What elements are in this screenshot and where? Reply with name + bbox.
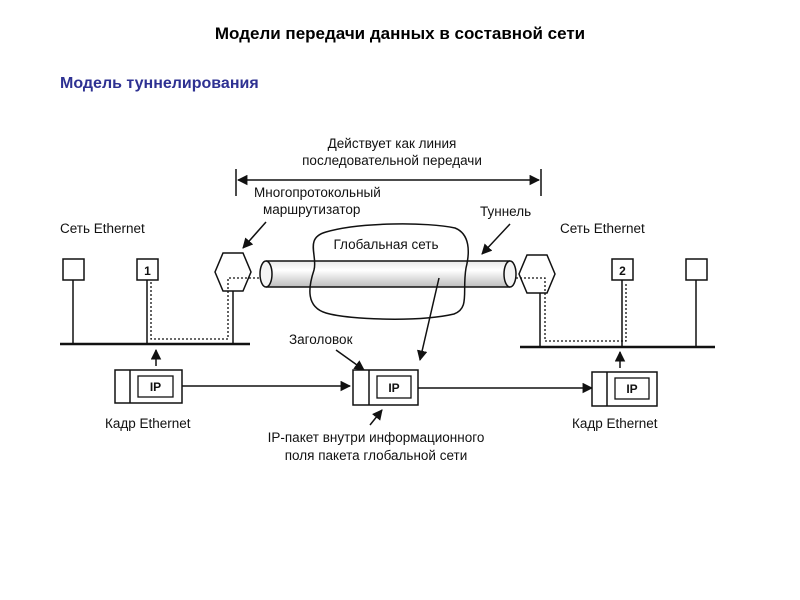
host-2-number: 2 — [619, 264, 626, 278]
ethernet-right-label: Сеть Ethernet — [560, 221, 645, 236]
ip-packet-label-2: поля пакета глобальной сети — [285, 448, 467, 463]
wan-cloud — [309, 223, 469, 320]
frame-right-label: Кадр Ethernet — [572, 416, 658, 431]
router-arrow — [242, 221, 267, 249]
router-right — [518, 254, 556, 347]
router-label-2: маршрутизатор — [263, 202, 360, 217]
ip-packet-arrow — [369, 409, 383, 426]
ethernet-left-label: Сеть Ethernet — [60, 221, 145, 236]
router-left — [214, 252, 252, 344]
frame-left: IP — [114, 369, 183, 404]
tunnel-to-packet-arrow — [417, 277, 440, 362]
header-arrow — [335, 349, 365, 371]
host-right-plain — [685, 258, 708, 347]
serial-line-label-1: Действует как линия — [328, 136, 457, 151]
tunnel-label: Туннель — [480, 204, 531, 219]
tunnel-path-dotted — [150, 277, 627, 342]
host-2: 2 — [611, 258, 634, 347]
tunnel-cylinder — [259, 260, 517, 288]
tunnel-arrow — [481, 223, 511, 255]
wan-packet-ip: IP — [388, 381, 399, 395]
host-left-plain — [62, 258, 85, 344]
wan-packet: IP — [352, 369, 419, 406]
host-1: 1 — [136, 258, 159, 344]
router-label-1: Многопротокольный — [254, 185, 381, 200]
host-1-number: 1 — [144, 264, 151, 278]
frame-right-ip: IP — [626, 382, 637, 396]
serial-line-indicator: Действует как линия последовательной пер… — [235, 136, 542, 196]
header-label: Заголовок — [289, 332, 353, 347]
ip-packet-label-1: IP-пакет внутри информационного — [268, 430, 485, 445]
frame-left-ip: IP — [150, 380, 161, 394]
frame-right: IP — [591, 371, 658, 407]
frame-left-label: Кадр Ethernet — [105, 416, 191, 431]
wan-label: Глобальная сеть — [334, 237, 439, 252]
slide-title: Модели передачи данных в составной сети — [214, 24, 586, 43]
serial-line-label-2: последовательной передачи — [302, 153, 482, 168]
slide-subtitle: Модель туннелирования — [60, 75, 259, 92]
